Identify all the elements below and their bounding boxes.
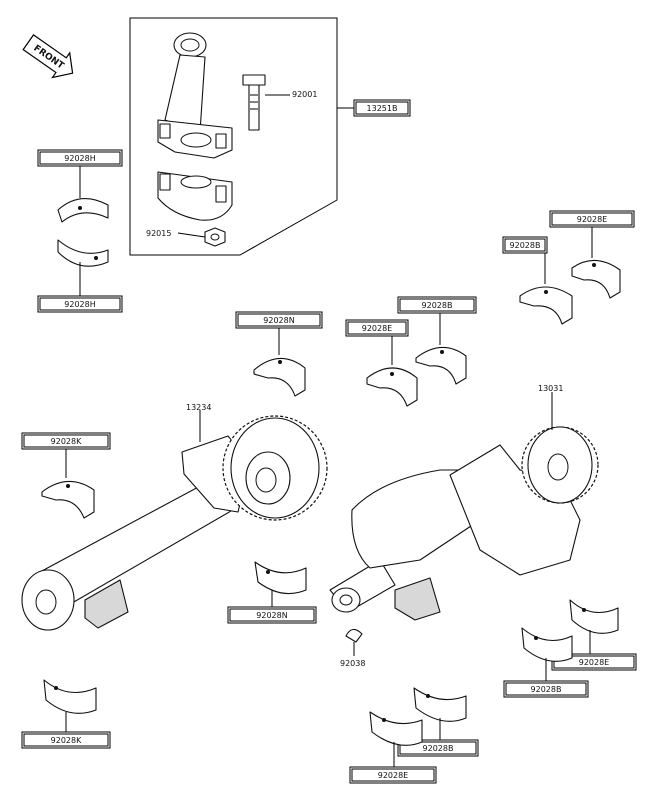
callout-13031: 13031	[538, 384, 563, 393]
svg-text:92028H: 92028H	[64, 300, 95, 309]
conrod-assembly-frame	[129, 17, 338, 256]
svg-text:92028E: 92028E	[579, 658, 610, 667]
svg-text:13251B: 13251B	[367, 104, 398, 113]
callout-92028E-bottom-right: 92028E	[551, 653, 637, 671]
callout-92028B-mid: 92028B	[397, 296, 477, 314]
svg-text:92028E: 92028E	[362, 324, 393, 333]
callout-92028H-top: 92028H	[37, 149, 123, 167]
callout-92028E-bottom-center: 92028E	[349, 766, 437, 784]
callout-92015: 92015	[146, 229, 171, 238]
bearing-shell-92028H-upper	[57, 198, 109, 223]
svg-text:92028E: 92028E	[577, 215, 608, 224]
callout-92001: 92001	[292, 90, 317, 99]
bearing-shell-92028B-mid	[415, 346, 467, 385]
connecting-rod	[157, 32, 233, 159]
conrod-nut	[204, 227, 226, 247]
callout-92038: 92038	[340, 659, 365, 668]
svg-text:92028B: 92028B	[422, 301, 453, 310]
front-arrow-icon: FRONT	[22, 34, 74, 79]
svg-text:92028K: 92028K	[51, 736, 82, 745]
callout-92028B-bottom-right: 92028B	[503, 680, 589, 698]
bearing-shell-92028E-mid	[366, 367, 418, 407]
svg-text:92028B: 92028B	[510, 241, 541, 250]
svg-text:92028N: 92028N	[256, 611, 287, 620]
bearing-shell-92028N-top	[253, 357, 306, 397]
crankshaft-key	[345, 628, 363, 643]
bearing-shell-92028K-bottom	[43, 679, 97, 714]
bearing-shell-92028K-left	[41, 480, 95, 519]
bearing-shell-92028B-right-1	[519, 286, 573, 325]
callout-92028K-bottom: 92028K	[21, 731, 111, 749]
callout-92028N-top: 92028N	[235, 311, 323, 329]
bearing-shell-92028B-bottom-right	[521, 627, 573, 662]
bearing-shell-92028B-bottom-center	[413, 687, 467, 722]
bearing-shell-92028E-right-1	[571, 259, 621, 299]
callout-92028H-bottom: 92028H	[37, 295, 123, 313]
svg-text:92028N: 92028N	[263, 316, 294, 325]
bearing-shell-92028E-bottom-right	[569, 599, 619, 634]
callout-13251B: 13251B	[353, 99, 411, 117]
conrod-bolt	[242, 74, 266, 131]
callout-92028K-left: 92028K	[21, 432, 111, 450]
callout-92028N-bottom: 92028N	[227, 606, 317, 624]
crankshaft	[329, 426, 599, 621]
svg-text:92028B: 92028B	[423, 744, 454, 753]
callout-13234: 13234	[186, 403, 211, 412]
svg-text:92028K: 92028K	[51, 437, 82, 446]
connecting-rod-cap	[157, 171, 233, 221]
svg-text:92028B: 92028B	[531, 685, 562, 694]
svg-text:92028H: 92028H	[64, 154, 95, 163]
svg-text:92028E: 92028E	[378, 771, 409, 780]
callout-92028B-right-1: 92028B	[502, 236, 548, 254]
bearing-shell-92028N-bottom	[254, 561, 307, 595]
bearing-shell-92028E-bottom-center	[369, 711, 423, 746]
callout-92028E-right-1: 92028E	[549, 210, 635, 228]
bearing-shell-92028H-lower	[57, 239, 109, 267]
callout-92028E-mid: 92028E	[345, 319, 409, 337]
balancer-shaft	[21, 415, 328, 631]
